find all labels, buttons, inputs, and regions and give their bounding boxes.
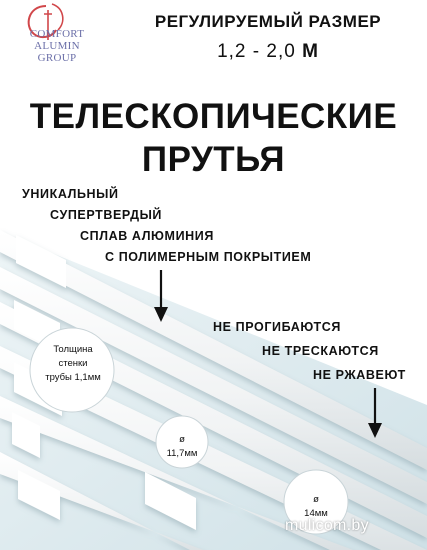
headline-line-2: ПРУТЬЯ	[141, 140, 286, 179]
rod-1	[0, 230, 427, 470]
headline-line-1: ТЕЛЕСКОПИЧЕСКИЕ	[29, 97, 398, 136]
size-range-value: 1,2 - 2,0	[217, 41, 296, 62]
size-range: 1,2 - 2,0 М	[118, 41, 418, 63]
callout-line: стенки	[58, 358, 88, 369]
watermark: mulicom.by	[285, 517, 369, 534]
logo-line-3: GROUP	[37, 52, 77, 64]
diameter-symbol: ø	[179, 434, 185, 445]
brand-logo: COMFORT ALUMIN GROUP	[8, 4, 106, 72]
size-range-unit: М	[302, 41, 319, 62]
feature-line-4: С ПОЛИМЕРНЫМ ПОКРЫТИЕМ	[105, 250, 312, 264]
claim-no-bending: НЕ ПРОГИБАЮТСЯ	[213, 320, 341, 334]
diameter-symbol: ø	[313, 494, 319, 505]
diameter-small-callout-circle	[155, 415, 209, 469]
logo-line-2: ALUMIN	[34, 40, 80, 52]
rod-joint	[16, 235, 66, 288]
feature-line-1: УНИКАЛЬНЫЙ	[22, 187, 119, 201]
rod-joint	[145, 472, 196, 530]
logo-mark	[27, 3, 64, 40]
diameter-value: 14мм	[304, 508, 328, 519]
feature-line-3: СПЛАВ АЛЮМИНИЯ	[80, 229, 214, 243]
claim-no-cracking: НЕ ТРЕСКАЮТСЯ	[262, 344, 379, 358]
arrow-down-icon	[154, 270, 168, 322]
claim-no-rust: НЕ РЖАВЕЮТ	[313, 368, 406, 382]
diameter-large-callout: ø 14мм	[286, 493, 346, 521]
diameter-small-callout: ø 11,7мм	[152, 433, 212, 461]
feature-line-2: СУПЕРТВЕРДЫЙ	[50, 208, 163, 222]
callout-line: Толщина	[53, 344, 93, 355]
rod-joint	[18, 470, 60, 520]
callout-line: трубы 1,1мм	[45, 372, 101, 383]
diameter-value: 11,7мм	[166, 448, 198, 459]
wall-thickness-callout-circle	[29, 327, 115, 413]
rod-joint	[12, 412, 40, 458]
logo-line-1: COMFORT	[29, 28, 85, 40]
wall-thickness-callout: Толщина стенки трубы 1,1мм	[30, 343, 116, 385]
rod-2	[0, 267, 427, 504]
arrow-down-icon	[368, 388, 382, 438]
size-title: РЕГУЛИРУЕМЫЙ РАЗМЕР	[154, 12, 382, 31]
diameter-large-callout-circle	[283, 469, 349, 535]
